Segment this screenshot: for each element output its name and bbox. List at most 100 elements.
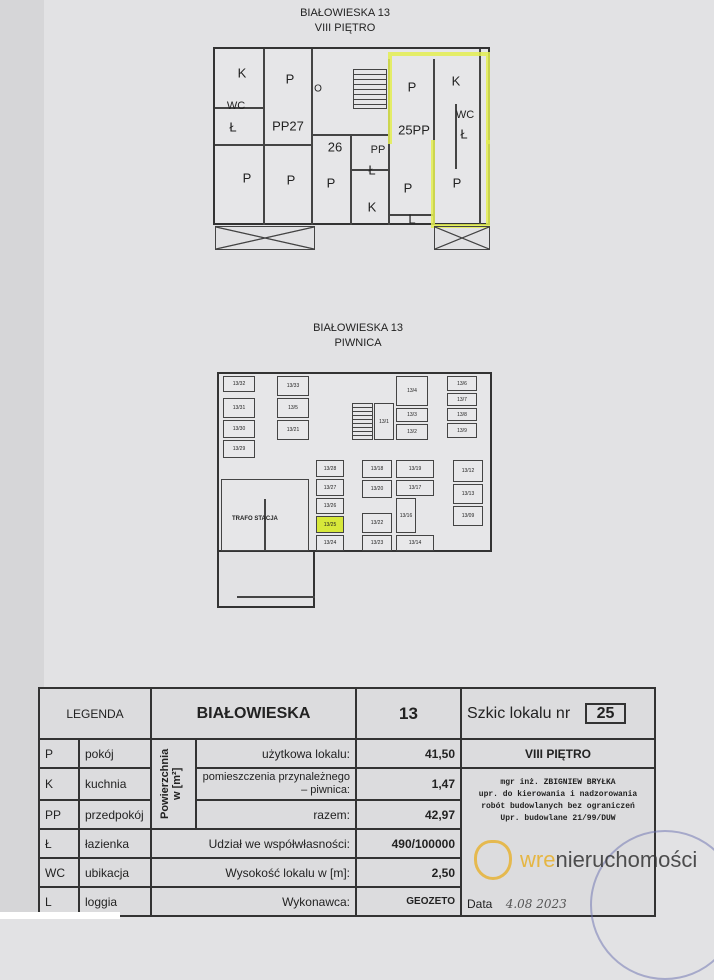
watermark-text: nieruchomości — [555, 847, 698, 872]
building-number: 13 — [355, 687, 462, 740]
storage-cell: 13/7 — [447, 393, 477, 406]
stamp-line: Upr. budowlane 21/99/DUW — [500, 814, 616, 823]
room-label: K — [451, 73, 461, 89]
room-label: O — [314, 83, 322, 95]
storage-cell: 13/18 — [362, 460, 392, 478]
storage-cell: 13/8 — [447, 408, 477, 421]
area-group-label: Powierzchnia w [m²] — [158, 748, 183, 820]
watermark: wrenieruchomości — [520, 848, 697, 872]
stamp-line: robót budowlanych bez ograniczeń — [481, 802, 635, 811]
room-label: 26 — [327, 139, 343, 155]
legend-abbr: K — [38, 767, 80, 801]
storage-cell: 13/19 — [396, 460, 434, 478]
row-label: Wysokość lokalu w [m]: — [150, 857, 357, 888]
trafo-label: TRAFO STACJA — [232, 516, 278, 522]
row-value: GEOZETO — [355, 886, 462, 917]
storage-cell: 13/29 — [223, 440, 255, 458]
room-label: Ł — [229, 119, 237, 135]
date-value: 4.08 2023 — [505, 897, 567, 911]
storage-cell: 13/23 — [362, 535, 392, 551]
sketch-number: 25 — [584, 702, 627, 724]
annex-wall — [237, 596, 315, 598]
legend-name: pokój — [78, 738, 152, 769]
apartment-highlight — [388, 52, 490, 144]
row-value: 1,47 — [355, 767, 462, 801]
floor-label: VIII PIĘTRO — [314, 22, 376, 34]
row-label: Udział we współwłasności: — [150, 828, 357, 859]
staircase — [352, 403, 373, 440]
floor-label: VIII PIĘTRO — [460, 738, 656, 769]
storage-cell: 13/1 — [374, 403, 394, 440]
storage-cell: 13/14 — [396, 535, 434, 551]
row-label: użytkowa lokalu: — [195, 738, 357, 769]
room-label: P — [407, 79, 417, 95]
staircase — [353, 69, 387, 109]
room-label: WC — [455, 109, 475, 121]
bottom-white-strip — [0, 912, 120, 919]
room-label: Ł — [460, 126, 468, 142]
balcony — [434, 226, 490, 250]
room-label: P — [242, 170, 252, 186]
storage-cell: 13/6 — [447, 376, 477, 391]
room-label: L — [408, 211, 416, 227]
storage-cell: 13/28 — [316, 460, 344, 477]
legend-abbr: WC — [38, 857, 80, 888]
row-label: Wykonawca: — [150, 886, 357, 917]
room-label: WC — [226, 100, 246, 112]
storage-cell: 13/12 — [453, 460, 483, 482]
room-label: P — [326, 175, 336, 191]
room-label: PP27 — [272, 118, 304, 134]
date-row: Data 4.08 2023 — [467, 897, 567, 911]
storage-cell: 13/9 — [447, 423, 477, 438]
watermark-accent: wre — [520, 847, 556, 872]
row-value: 41,50 — [355, 738, 462, 769]
storage-cell: 13/24 — [316, 535, 344, 551]
legend-name: przedpokój — [78, 799, 152, 830]
storage-cell: 13/32 — [223, 376, 255, 392]
storage-cell: 13/33 — [277, 376, 309, 396]
sketch-label: Szkic lokalu nr — [467, 704, 571, 722]
info-table: LEGENDA BIAŁOWIESKA 13 Szkic lokalu nr 2… — [38, 687, 656, 917]
basement-plan — [217, 372, 492, 552]
basement-annex — [217, 551, 315, 608]
storage-cell: 13/16 — [396, 498, 416, 533]
storage-cell: 13/21 — [277, 420, 309, 440]
storage-cell: 13/09 — [453, 506, 483, 526]
storage-cell: 13/20 — [362, 480, 392, 498]
legend-name: kuchnia — [78, 767, 152, 801]
stamp-line: mgr inż. ZBIGNIEW BRYŁKA — [500, 778, 616, 787]
storage-cell: 13/5 — [277, 398, 309, 418]
lion-logo-icon — [474, 840, 512, 880]
date-label: Data — [467, 897, 493, 911]
storage-cell: 13/13 — [453, 484, 483, 504]
room-label: P — [286, 172, 296, 188]
floor-plan — [213, 47, 490, 225]
legend-name: loggia — [78, 886, 152, 917]
room-label: K — [237, 65, 247, 81]
page-edge — [0, 0, 44, 919]
stamp: mgr inż. ZBIGNIEW BRYŁKA upr. do kierowa… — [467, 777, 649, 825]
room-label: K — [367, 199, 377, 215]
street-name: BIAŁOWIESKA — [150, 687, 357, 740]
floor-label: PIWNICA — [334, 337, 382, 349]
row-label: pomieszczenia przynależnego – piwnica: — [195, 767, 357, 801]
sketch-number-cell: Szkic lokalu nr 25 — [460, 687, 656, 740]
storage-cell: 13/26 — [316, 498, 344, 514]
legend-abbr: P — [38, 738, 80, 769]
room-label: Ł — [368, 162, 376, 178]
storage-cell: 13/30 — [223, 420, 255, 438]
stamp-line: upr. do kierowania i nadzorowania — [478, 790, 638, 799]
storage-cell: 13/27 — [316, 479, 344, 496]
row-label: razem: — [195, 799, 357, 830]
storage-cell: 13/3 — [396, 408, 428, 422]
balcony — [215, 226, 315, 250]
room-label: P — [285, 71, 295, 87]
storage-cell: 13/17 — [396, 480, 434, 496]
row-value: 42,97 — [355, 799, 462, 830]
row-value: 490/100000 — [355, 828, 462, 859]
storage-cell: 13/2 — [396, 424, 428, 440]
legend-name: łazienka — [78, 828, 152, 859]
storage-cell: 13/31 — [223, 398, 255, 418]
